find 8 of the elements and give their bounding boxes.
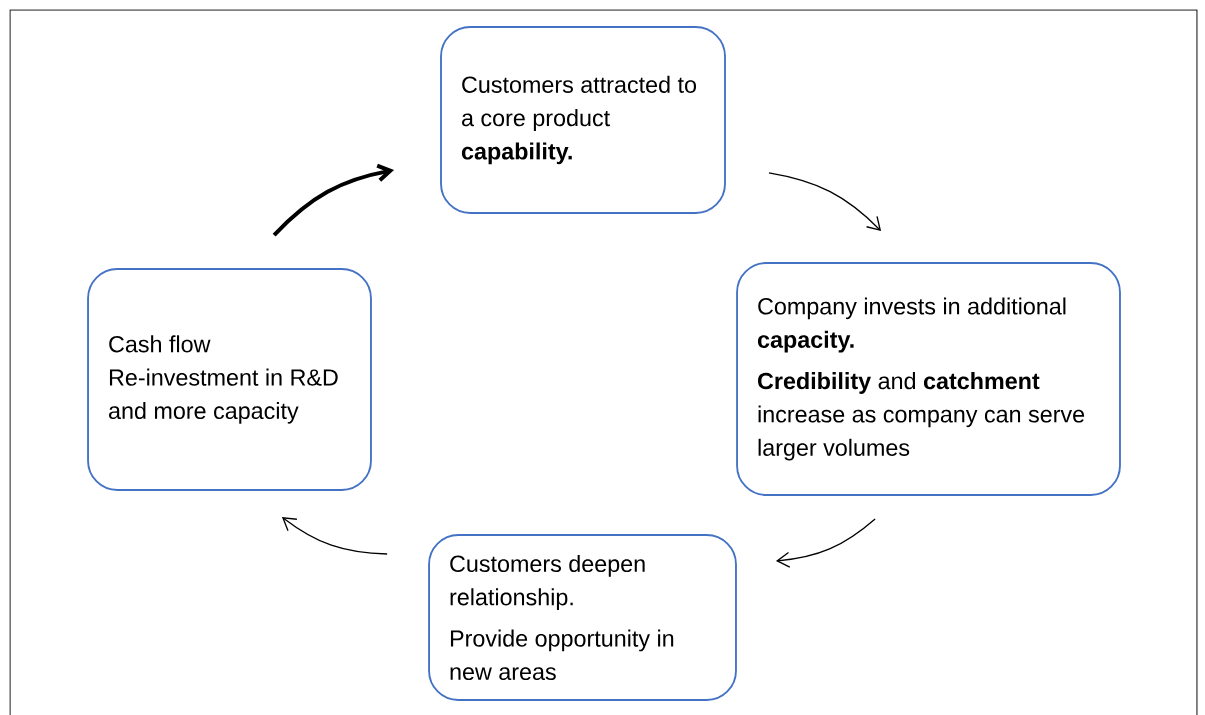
arrow xyxy=(272,163,395,237)
process-box: Customers deepen relationship. Provide opportunity in new areas xyxy=(428,534,737,701)
process-box: Customers attracted to a core product capability. xyxy=(440,26,726,214)
process-box: Company invests in additional capacity. Credibility and catchment increase as company can serve larger volumes xyxy=(736,262,1121,496)
process-box: Cash flow Re-investment in R&D and more capacity xyxy=(87,268,372,491)
arrow xyxy=(281,516,388,555)
arrow xyxy=(775,518,876,568)
arrow xyxy=(768,172,882,232)
